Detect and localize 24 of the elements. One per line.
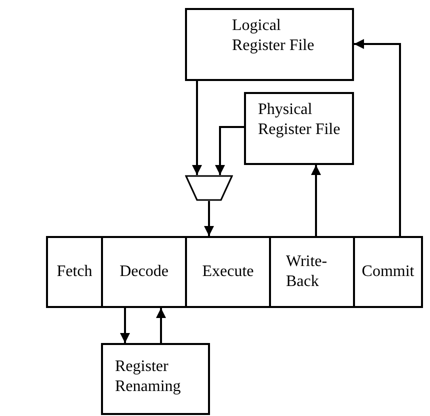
pipeline-stage	[185, 236, 271, 308]
arrow	[156, 308, 166, 343]
box-label: Logical Register File	[232, 16, 316, 56]
arrow	[120, 308, 130, 343]
stage-label: Commit	[362, 262, 414, 282]
pipeline-stage	[101, 236, 187, 308]
arrow	[192, 81, 202, 175]
stage-label: Execute	[202, 262, 254, 282]
register-file-box	[244, 92, 354, 165]
arrow	[204, 201, 214, 236]
register-file-box	[185, 8, 354, 81]
stage-label: Decode	[120, 262, 168, 282]
stage-label: Fetch	[56, 262, 92, 282]
arrow	[354, 39, 401, 236]
pipeline-stage	[46, 236, 103, 308]
stage-label: Write-Back	[286, 252, 328, 292]
arrow	[311, 165, 321, 236]
process-box	[101, 343, 210, 415]
pipeline-stage	[269, 236, 355, 308]
arrow	[215, 126, 244, 175]
pipeline-stage	[353, 236, 423, 308]
multiplexer-symbol	[185, 175, 233, 201]
box-label: Physical Register File	[258, 100, 342, 140]
box-label: Register Renaming	[115, 357, 182, 397]
